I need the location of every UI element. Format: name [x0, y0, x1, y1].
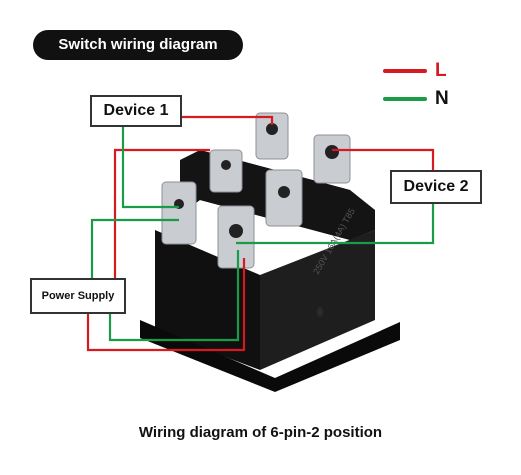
neutral-wires	[90, 125, 435, 342]
live-wire-pin-to-device2	[332, 148, 435, 172]
switch-pins	[161, 112, 351, 269]
legend-neutral-label: N	[435, 88, 449, 109]
mounting-hole	[317, 307, 323, 317]
pin-front-middle	[217, 205, 255, 269]
diagram-caption: Wiring diagram of 6-pin-2 position	[138, 424, 383, 441]
live-wire-device1-to-pin	[180, 115, 274, 125]
legend-neutral: N	[383, 88, 449, 110]
pin-front-right	[265, 169, 303, 227]
switch-flange	[140, 320, 400, 392]
legend-live-label: L	[435, 60, 447, 81]
neutral-wire-device2	[236, 200, 435, 245]
live-line-swatch	[383, 69, 427, 73]
pin-front-left	[161, 181, 197, 245]
power-supply-label: Power Supply	[30, 278, 126, 314]
device-2-label: Device 2	[390, 170, 482, 204]
device-1-label: Device 1	[90, 95, 182, 127]
pin-back-middle	[255, 112, 289, 160]
pin-back-left	[209, 149, 243, 193]
diagram-title: Switch wiring diagram	[33, 30, 243, 60]
neutral-wire-supply-bottom	[108, 250, 240, 342]
switch-side-face	[260, 230, 375, 370]
neutral-wire-device1	[121, 125, 179, 209]
live-wire-supply-loop	[113, 148, 210, 280]
live-wires	[86, 115, 435, 352]
pin-back-right	[313, 134, 351, 184]
neutral-wire-supply-top	[90, 218, 179, 280]
live-wire-supply-bottom	[86, 258, 246, 352]
neutral-line-swatch	[383, 97, 427, 101]
legend-live: L	[383, 60, 447, 82]
